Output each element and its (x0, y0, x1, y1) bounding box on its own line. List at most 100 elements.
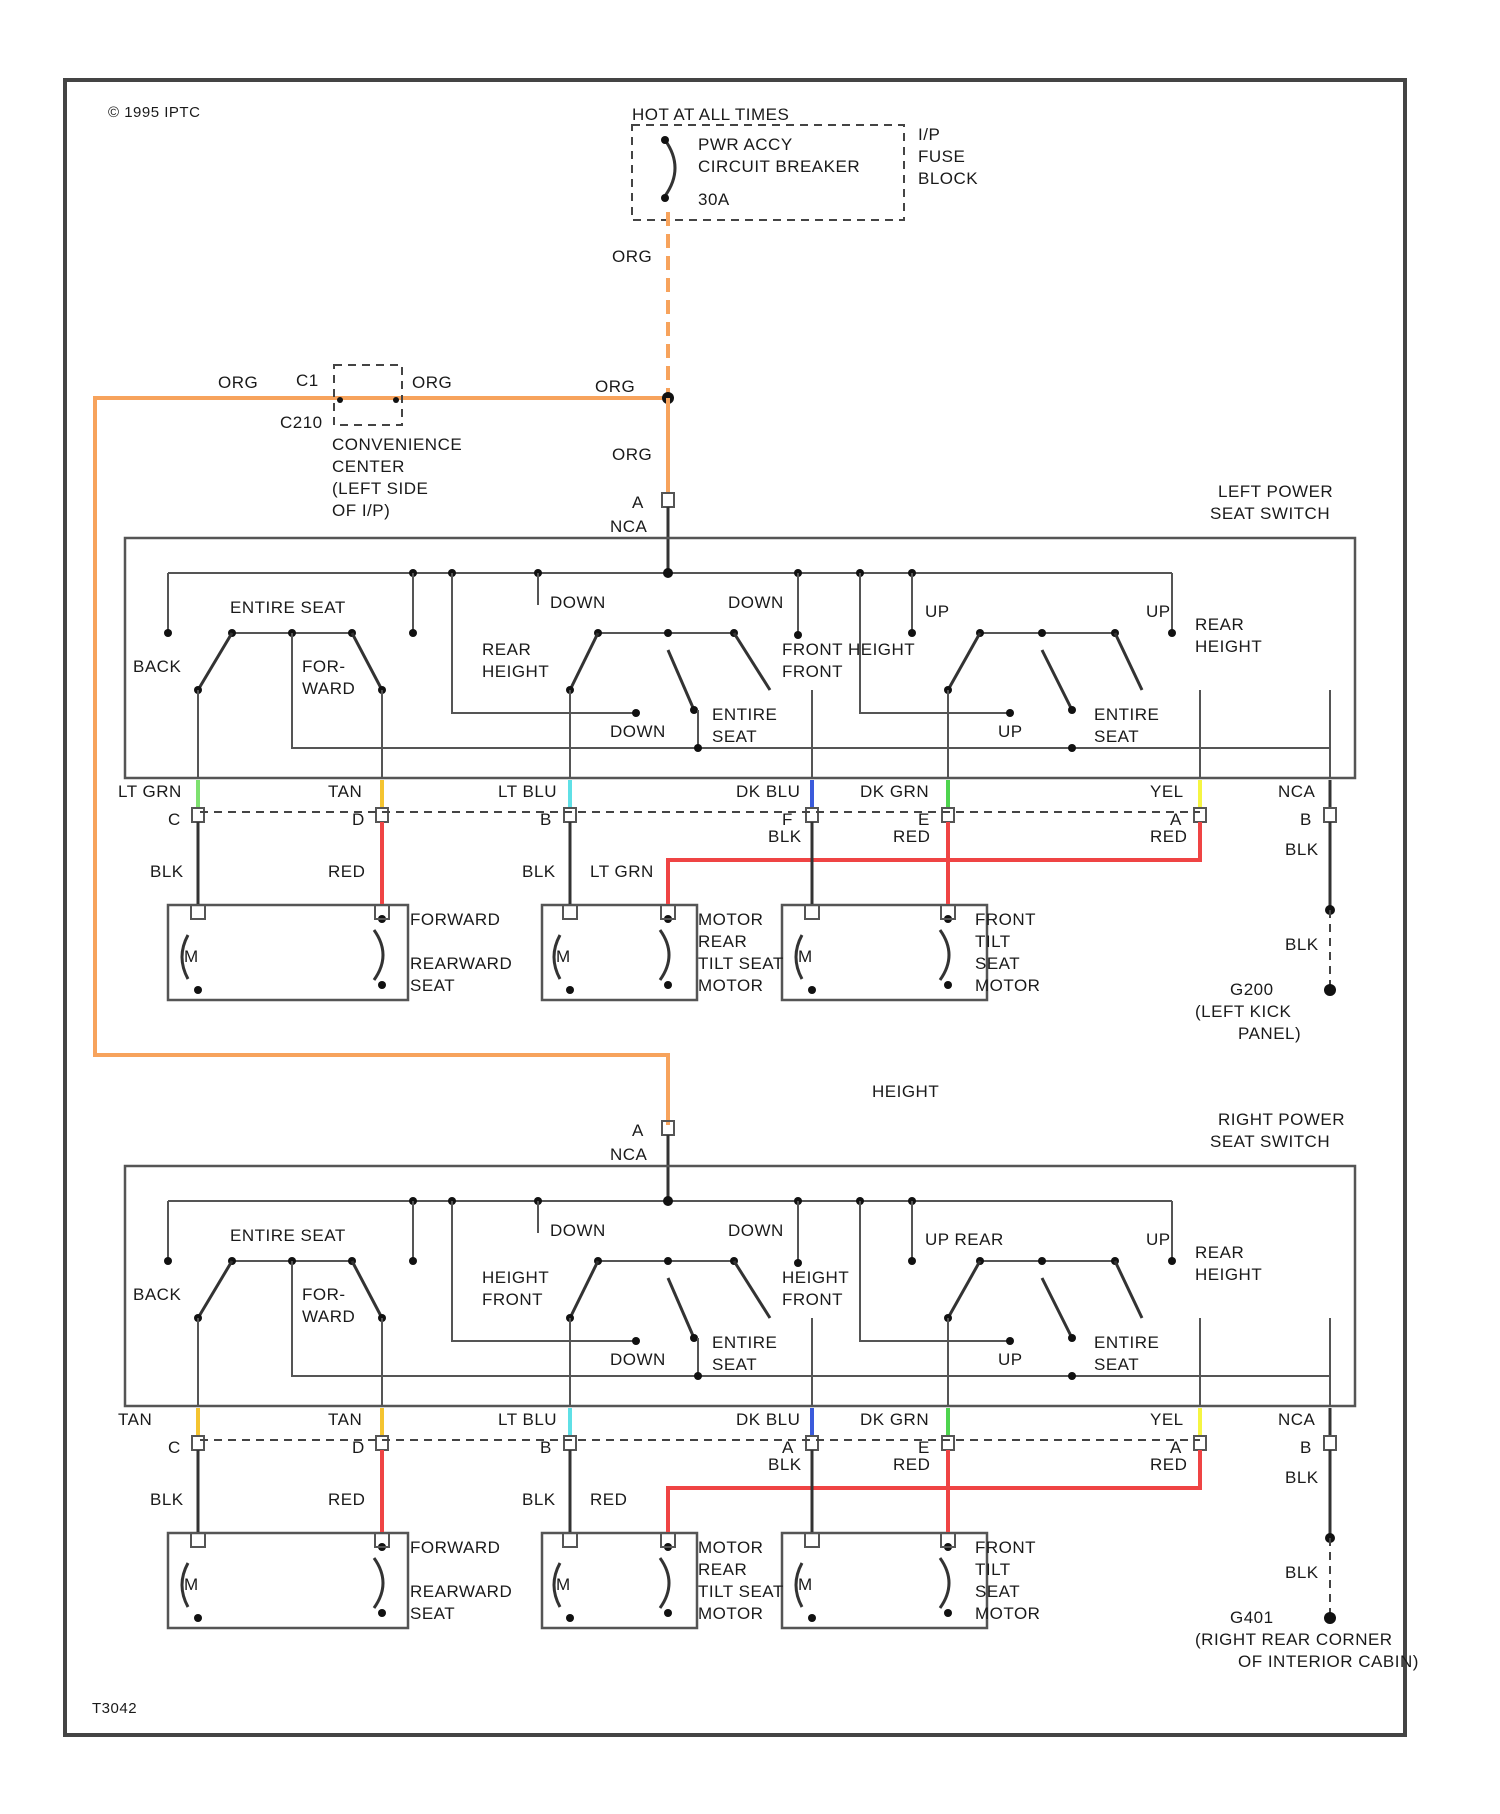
lower-wire-0: BLK (150, 1490, 184, 1509)
wire-color-label-6: NCA (1278, 782, 1316, 801)
junction-dot (908, 629, 916, 637)
entire-seat3-2: SEAT (1094, 1355, 1139, 1374)
junction-dot (694, 744, 702, 752)
fuse-block-line-2: FUSE (918, 147, 965, 166)
forward-label-1: FOR- (302, 657, 346, 676)
lower-wire-3: RED (590, 1490, 627, 1509)
connector-pin (942, 1436, 954, 1450)
tilt-cross-wire (668, 822, 1200, 905)
lower-wire-3: LT GRN (590, 862, 654, 881)
motor-1-line-1: REAR (698, 932, 747, 951)
junction-dot (1038, 629, 1046, 637)
motor-symbol-2: M (798, 947, 813, 966)
connector-pin (1324, 1436, 1336, 1450)
entire-seat3-1: ENTIRE (1094, 705, 1159, 724)
junction-dot (566, 986, 574, 994)
switch-arm-1 (198, 633, 232, 690)
lower-wire-6: RED (1150, 827, 1187, 846)
junction-dot (663, 568, 673, 578)
connector-pin (1194, 1436, 1206, 1450)
switch-arm-8 (1115, 633, 1142, 690)
junction-dot (1168, 1257, 1176, 1265)
wire-right-label: ORG (412, 373, 452, 392)
entire-seat-label: ENTIRE SEAT (230, 1226, 346, 1245)
switch-arm-7 (1042, 650, 1072, 710)
motor-symbol-1: M (556, 947, 571, 966)
switch-arm-3 (570, 633, 598, 690)
down-label-3: DOWN (610, 722, 666, 741)
entire-seat2-2: SEAT (712, 727, 757, 746)
junction-dot (664, 1609, 672, 1617)
motor-1-line-0: MOTOR (698, 910, 763, 929)
pin-label-0: C (168, 810, 181, 829)
wire-color-label-6: NCA (1278, 1410, 1316, 1429)
motor-terminal (805, 1533, 819, 1547)
lower-wire-2: BLK (522, 862, 556, 881)
down-label-1: DOWN (550, 593, 606, 612)
switch-arm-6 (948, 1261, 980, 1318)
front-height-2: FRONT (782, 1290, 843, 1309)
motor-2-line-3: MOTOR (975, 976, 1040, 995)
wire-main-label: ORG (595, 377, 635, 396)
motor-symbol-0: M (184, 947, 199, 966)
motor-2-line-1: TILT (975, 1560, 1011, 1579)
motor-2-line-0: FRONT (975, 910, 1036, 929)
junction-dot (1168, 629, 1176, 637)
ground-id: G200 (1230, 980, 1274, 999)
nca-top-label: NCA (610, 517, 648, 536)
entire-seat2-2: SEAT (712, 1355, 757, 1374)
switch-arm-5 (734, 633, 770, 690)
wire-color-label-1: TAN (328, 1410, 362, 1429)
ground-line-1: (RIGHT REAR CORNER (1195, 1630, 1393, 1649)
copyright-text: © 1995 IPTC (108, 104, 200, 121)
lower-wire-4: BLK (768, 827, 802, 846)
junction-dot (1324, 984, 1336, 996)
wire-color-label-5: YEL (1150, 1410, 1184, 1429)
junction-dot (164, 1257, 172, 1265)
motor-0-line-0: FORWARD (410, 1538, 500, 1557)
junction-dot (908, 1257, 916, 1265)
junction-dot (794, 1259, 802, 1267)
connector-pin (564, 808, 576, 822)
ground-id: G401 (1230, 1608, 1274, 1627)
motor-coil (940, 1558, 949, 1608)
junction-dot (664, 629, 672, 637)
connector-pin (1324, 808, 1336, 822)
motor-symbol-2: M (798, 1575, 813, 1594)
ground-line-2: PANEL) (1238, 1024, 1301, 1043)
up-label-1: UP (925, 602, 950, 621)
footer-code: T3042 (92, 1700, 137, 1717)
switch-title-line-2: SEAT SWITCH (1210, 1132, 1330, 1151)
back-label: BACK (133, 1285, 181, 1304)
up-label-2: UP (1146, 1230, 1171, 1249)
junction-dot (194, 1614, 202, 1622)
circuit-breaker-symbol (665, 140, 675, 196)
motor-0-line-0: FORWARD (410, 910, 500, 929)
lower-wire-2: BLK (522, 1490, 556, 1509)
wire-color-label-2: LT BLU (498, 782, 557, 801)
motor-2-line-2: SEAT (975, 954, 1020, 973)
motor-coil (374, 1558, 383, 1608)
switch-title-line-1: RIGHT POWER (1218, 1110, 1345, 1129)
motor-0-line-3: SEAT (410, 1604, 455, 1623)
left-seat-switch-section: LEFT POWERSEAT SWITCHANCAENTIRE SEATBACK… (118, 398, 1355, 1043)
motor-1-line-3: MOTOR (698, 976, 763, 995)
connector-pin (564, 1436, 576, 1450)
front-height-1: FRONT HEIGHT (782, 640, 915, 659)
lower-wire-6: RED (1150, 1455, 1187, 1474)
switch-arm-3 (570, 1261, 598, 1318)
switch-arm-8 (1115, 1261, 1142, 1318)
junction-dot (378, 1609, 386, 1617)
connector-pin (942, 808, 954, 822)
junction-dot (632, 1337, 640, 1345)
entire-seat2-1: ENTIRE (712, 1333, 777, 1352)
rear-height-right-1: REAR (1195, 615, 1244, 634)
lower-wire-5: RED (893, 827, 930, 846)
junction-dot (1038, 1257, 1046, 1265)
tilt-cross-wire (668, 1450, 1200, 1533)
up-return (860, 1201, 1010, 1341)
ground-wire-label: BLK (1285, 935, 1319, 954)
junction-dot (1068, 1372, 1076, 1380)
down-label-2: DOWN (728, 593, 784, 612)
